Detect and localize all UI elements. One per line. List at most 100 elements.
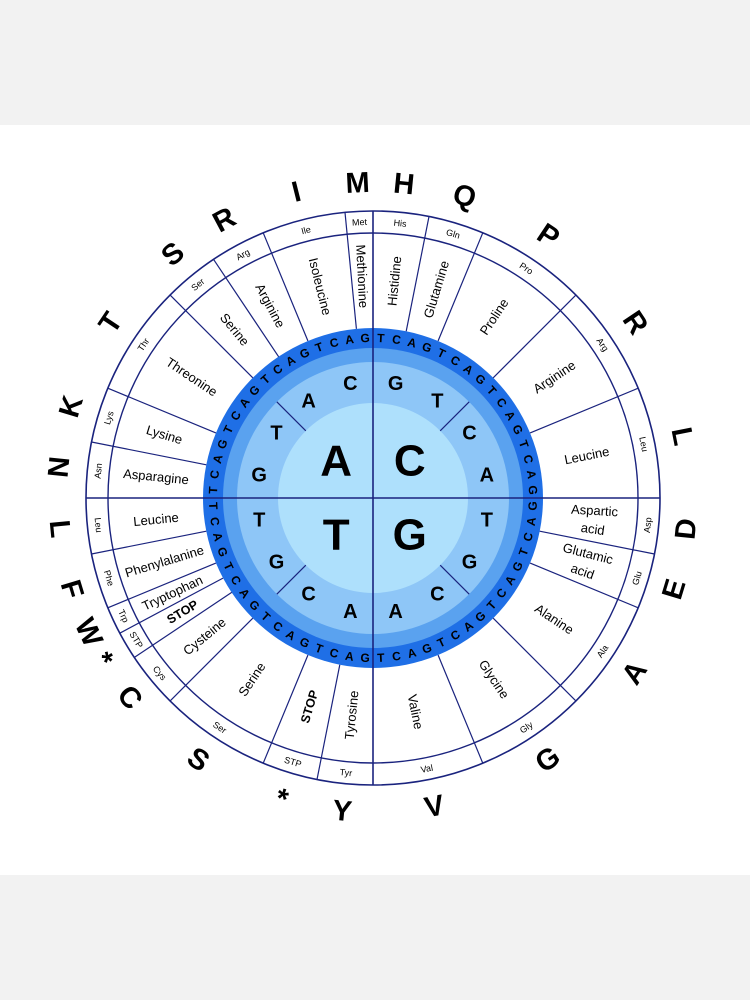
second-base-letter: T bbox=[431, 391, 443, 413]
second-base-divider bbox=[276, 401, 307, 432]
amino-acid-divider bbox=[169, 617, 254, 702]
third-base-letter: G bbox=[360, 651, 370, 665]
amino-acid-name: Tyrosine bbox=[342, 690, 362, 740]
second-base-letter: T bbox=[270, 423, 282, 445]
amino-acid-divider bbox=[437, 232, 484, 342]
amino-acid-abbreviation: Met bbox=[352, 217, 368, 228]
amino-acid-abbreviation: Leu bbox=[637, 436, 650, 453]
amino-acid-divider bbox=[316, 664, 341, 780]
amino-acid-abbreviation: His bbox=[393, 218, 407, 229]
third-base-letter: A bbox=[344, 649, 355, 664]
first-base-letter: A bbox=[320, 437, 352, 486]
amino-acid-letter: G bbox=[530, 740, 567, 779]
amino-acid-letter: D bbox=[670, 517, 704, 541]
amino-acid-abbreviation: Asn bbox=[93, 463, 104, 479]
amino-acid-divider bbox=[107, 562, 217, 609]
amino-acid-divider bbox=[119, 577, 224, 634]
second-base-letter: T bbox=[253, 510, 265, 532]
second-base-letter: G bbox=[251, 464, 267, 486]
second-base-letter: G bbox=[388, 373, 404, 395]
amino-acid-abbreviation: Phe bbox=[102, 569, 116, 587]
amino-acid-name: Histidine bbox=[384, 255, 404, 306]
amino-acid-divider bbox=[134, 591, 233, 658]
amino-acid-divider bbox=[91, 441, 207, 466]
third-base-letter: T bbox=[377, 651, 386, 665]
amino-acid-divider bbox=[529, 387, 639, 434]
third-base-letter: A bbox=[344, 332, 355, 347]
amino-acid-abbreviation: Val bbox=[420, 763, 434, 775]
second-base-letter: A bbox=[480, 464, 494, 486]
second-base-letter: G bbox=[269, 551, 285, 573]
amino-acid-letter: N bbox=[43, 455, 77, 479]
third-base-letter: G bbox=[420, 640, 434, 656]
third-base-letter: T bbox=[206, 485, 220, 494]
first-base-letter: G bbox=[393, 510, 427, 559]
second-base-divider bbox=[276, 564, 307, 595]
amino-acid-letter: W bbox=[68, 613, 109, 652]
second-base-letter: A bbox=[388, 601, 402, 623]
third-base-letter: G bbox=[526, 485, 540, 495]
third-base-letter: G bbox=[214, 545, 230, 559]
second-base-letter: G bbox=[462, 551, 478, 573]
amino-acid-letter: Y bbox=[331, 795, 353, 829]
third-base-letter: G bbox=[360, 331, 370, 345]
amino-acid-letter: P bbox=[531, 217, 565, 254]
amino-acid-letter: T bbox=[93, 307, 130, 340]
third-base-letter: A bbox=[406, 645, 418, 661]
first-base-letter: T bbox=[323, 510, 350, 559]
amino-acid-abbreviation: Gln bbox=[445, 227, 461, 241]
amino-acid-letter: F bbox=[54, 576, 90, 602]
third-base-letter: C bbox=[520, 531, 536, 543]
amino-acid-name: Aspartic bbox=[571, 502, 619, 520]
amino-acid-name: Methionine bbox=[353, 244, 371, 308]
amino-acid-divider bbox=[262, 654, 309, 764]
amino-acid-divider bbox=[529, 562, 639, 609]
amino-acid-abbreviation: Tyr bbox=[339, 767, 352, 778]
amino-acid-letter: S bbox=[156, 236, 191, 273]
third-base-letter: T bbox=[206, 502, 220, 511]
third-base-letter: A bbox=[210, 453, 226, 465]
third-base-letter: C bbox=[207, 516, 222, 527]
amino-acid-abbreviation: STP bbox=[283, 755, 303, 770]
amino-acid-letter: M bbox=[345, 167, 371, 200]
amino-acid-abbreviation: Ile bbox=[300, 224, 312, 236]
amino-acid-abbreviation: Leu bbox=[93, 517, 104, 533]
amino-acid-letter: I bbox=[289, 176, 305, 209]
amino-acid-letter: A bbox=[616, 655, 654, 690]
amino-acid-divider bbox=[492, 617, 577, 702]
third-base-letter: C bbox=[391, 332, 402, 347]
amino-acid-abbreviation: Lys bbox=[102, 409, 116, 425]
amino-acid-divider bbox=[437, 654, 484, 764]
amino-acid-divider bbox=[492, 294, 577, 379]
amino-acid-letter: V bbox=[422, 789, 448, 824]
amino-acid-letter: C bbox=[110, 680, 148, 717]
second-base-divider bbox=[439, 401, 470, 432]
second-base-letter: A bbox=[343, 601, 357, 623]
amino-acid-divider bbox=[344, 212, 357, 329]
second-base-letter: C bbox=[301, 584, 315, 606]
amino-acid-letter: * bbox=[86, 647, 120, 674]
first-base-letter: C bbox=[394, 437, 426, 486]
amino-acid-name: Leucine bbox=[133, 510, 180, 529]
amino-acid-letter: R bbox=[208, 201, 242, 239]
third-base-letter: C bbox=[391, 649, 402, 664]
amino-acid-divider bbox=[91, 530, 207, 555]
amino-acid-divider bbox=[262, 232, 309, 342]
amino-acid-divider bbox=[405, 216, 430, 332]
amino-acid-divider bbox=[539, 530, 655, 555]
amino-acid-letter: K bbox=[53, 392, 90, 421]
amino-acid-abbreviation: Asp bbox=[642, 517, 653, 533]
amino-acid-letter: S bbox=[181, 741, 215, 778]
third-base-letter: A bbox=[406, 335, 418, 351]
amino-acid-name: Valine bbox=[405, 693, 427, 730]
third-base-letter: T bbox=[377, 331, 386, 345]
amino-acid-divider bbox=[169, 294, 254, 379]
third-base-letter: C bbox=[328, 335, 340, 351]
amino-acid-name: acid bbox=[569, 560, 596, 582]
second-base-divider bbox=[439, 564, 470, 595]
amino-acid-letter: L bbox=[664, 425, 699, 449]
amino-acid-name: Asparagine bbox=[123, 466, 190, 487]
third-base-letter: G bbox=[420, 339, 434, 355]
amino-acid-abbreviation: Glu bbox=[630, 570, 644, 586]
